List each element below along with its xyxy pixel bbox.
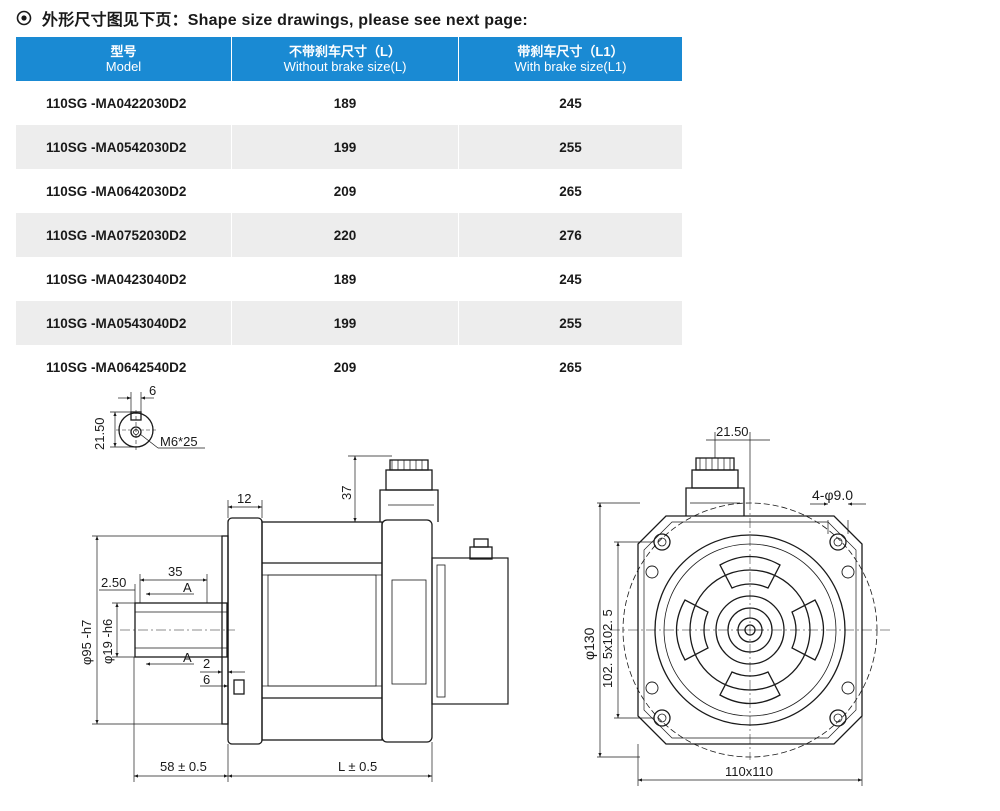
header-model: 型号 Model bbox=[16, 37, 232, 81]
table-row: 110SG -MA0542030D2 199 255 bbox=[16, 125, 682, 169]
l1-cell: 245 bbox=[458, 81, 682, 125]
model-cell: 110SG -MA0543040D2 bbox=[16, 301, 232, 345]
l1-cell: 265 bbox=[458, 345, 682, 389]
shaft-diameter-label: φ19 -h6 bbox=[100, 619, 115, 664]
shaft-length-label: 58 ± 0.5 bbox=[160, 759, 207, 774]
flange-size-label: 110x110 bbox=[725, 764, 773, 779]
l1-cell: 265 bbox=[458, 169, 682, 213]
motor-front-view bbox=[597, 432, 890, 786]
l1-cell: 255 bbox=[458, 301, 682, 345]
header-model-en: Model bbox=[105, 59, 142, 74]
l-cell: 189 bbox=[231, 81, 459, 125]
header-model-zh: 型号 bbox=[110, 44, 137, 59]
section-heading-text: 外形尺寸图见下页：Shape size drawings, please see… bbox=[42, 12, 528, 29]
table-header-row: 型号 Model 不带刹车尺寸（L） Without brake size(L)… bbox=[16, 37, 682, 81]
hole-spacing-label: 102. 5x102. 5 bbox=[600, 609, 615, 688]
l1-cell: 276 bbox=[458, 213, 682, 257]
flange-thickness-label: 12 bbox=[237, 491, 251, 506]
flange-depth-label: 6 bbox=[203, 672, 210, 687]
l-cell: 209 bbox=[231, 345, 459, 389]
section-mark-lower: A bbox=[183, 650, 192, 665]
table-row: 110SG -MA0423040D2 189 245 bbox=[16, 257, 682, 301]
table-row: 110SG -MA0752030D2 220 276 bbox=[16, 213, 682, 257]
model-cell: 110SG -MA0542030D2 bbox=[16, 125, 232, 169]
key-width-label: 6 bbox=[149, 383, 156, 398]
model-cell: 110SG -MA0642540D2 bbox=[46, 359, 187, 375]
connector-height-label: 37 bbox=[339, 486, 354, 500]
header-with-brake-en: With brake size(L1) bbox=[514, 59, 627, 74]
shaft-section-view bbox=[110, 392, 205, 452]
mount-holes-label: 4-φ9.0 bbox=[812, 487, 853, 503]
header-without-brake-en: Without brake size(L) bbox=[283, 59, 407, 74]
model-cell: 110SG -MA0423040D2 bbox=[46, 271, 187, 287]
key-offset-label: 2.50 bbox=[101, 575, 126, 590]
key-depth-label: 21.50 bbox=[92, 417, 107, 450]
key-length-label: 35 bbox=[168, 564, 182, 579]
header-with-brake: 带刹车尺寸（L1） With brake size(L1) bbox=[458, 37, 682, 81]
motor-side-view bbox=[92, 455, 509, 782]
l1-cell: 245 bbox=[458, 257, 682, 301]
bolt-circle-label: φ130 bbox=[581, 627, 597, 660]
thread-label: M6*25 bbox=[160, 434, 198, 449]
l-cell: 189 bbox=[231, 257, 459, 301]
section-mark-upper: A bbox=[183, 580, 192, 595]
section-heading: 外形尺寸图见下页：Shape size drawings, please see… bbox=[16, 6, 528, 30]
body-length-label: L ± 0.5 bbox=[338, 759, 377, 774]
header-without-brake-zh: 不带刹车尺寸（L） bbox=[289, 44, 401, 59]
pilot-depth-label: 2 bbox=[203, 656, 210, 671]
table-row: 110SG -MA0543040D2 199 255 bbox=[16, 301, 682, 345]
l-cell: 220 bbox=[231, 213, 459, 257]
model-cell: 110SG -MA0422030D2 bbox=[46, 95, 187, 111]
model-cell: 110SG -MA0642030D2 bbox=[46, 183, 187, 199]
target-bullet-icon bbox=[16, 10, 32, 26]
model-cell: 110SG -MA0752030D2 bbox=[16, 213, 232, 257]
header-without-brake: 不带刹车尺寸（L） Without brake size(L) bbox=[231, 37, 459, 81]
table-row: 110SG -MA0422030D2 189 245 bbox=[16, 81, 682, 125]
header-with-brake-zh: 带刹车尺寸（L1） bbox=[517, 44, 624, 59]
l-cell: 209 bbox=[231, 169, 459, 213]
pilot-diameter-label: φ95 -h7 bbox=[79, 620, 94, 665]
size-table: 型号 Model 不带刹车尺寸（L） Without brake size(L)… bbox=[16, 37, 682, 389]
l-cell: 199 bbox=[231, 125, 459, 169]
l-cell: 199 bbox=[231, 301, 459, 345]
l1-cell: 255 bbox=[458, 125, 682, 169]
table-row: 110SG -MA0642030D2 209 265 bbox=[16, 169, 682, 213]
table-row: 110SG -MA0642540D2 209 265 bbox=[16, 345, 682, 389]
connector-offset-label: 21.50 bbox=[716, 424, 749, 439]
